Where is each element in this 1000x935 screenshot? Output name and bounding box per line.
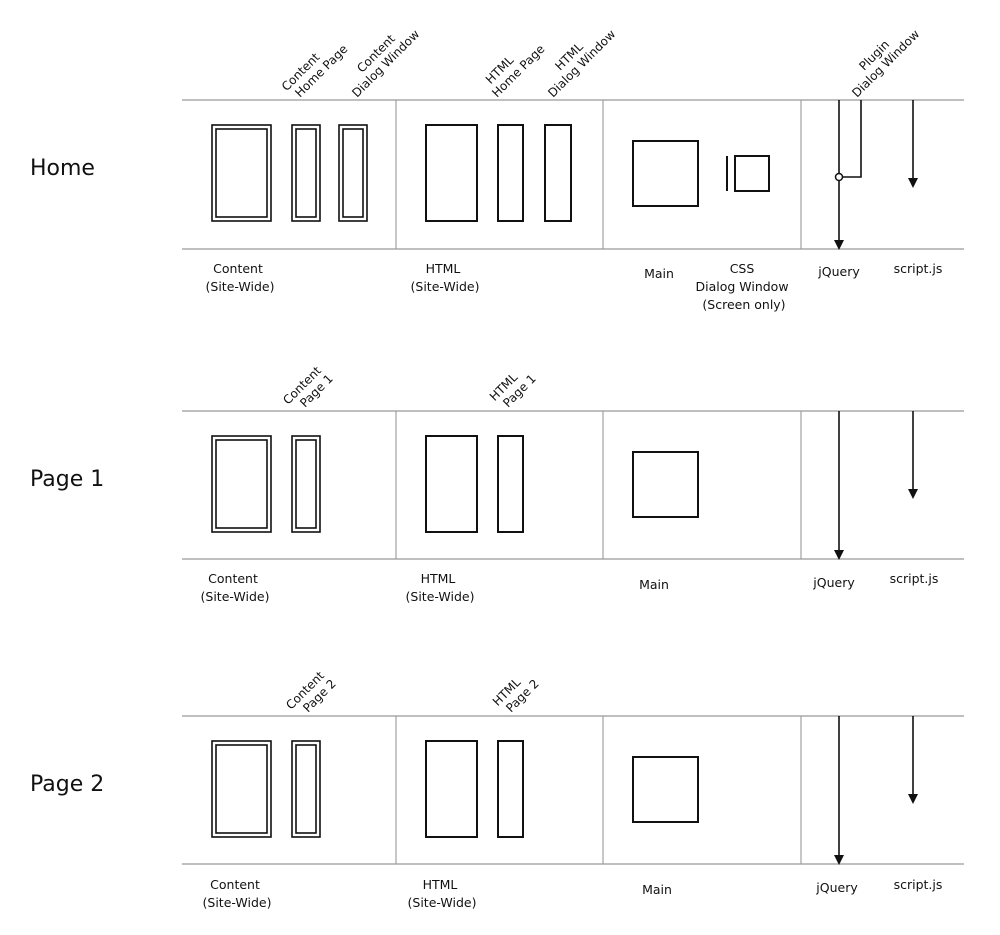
html-sitewide-box	[425, 124, 478, 222]
html-page-1-box	[497, 435, 524, 533]
content-sitewide-label: Content (Site-Wide)	[201, 571, 270, 604]
content-page-1-box	[291, 435, 321, 533]
html-home-page-box	[497, 124, 524, 222]
html-sitewide-label: HTML (Site-Wide)	[408, 877, 477, 910]
css-main-label: Main	[642, 882, 672, 897]
html-sitewide-box	[425, 740, 478, 838]
html-sitewide-box	[425, 435, 478, 533]
content-home-page-label: Home Page Content	[279, 29, 353, 103]
content-sitewide-box	[211, 740, 272, 838]
script-js-label: script.js	[894, 877, 943, 892]
content-page-1-label: Page 1 Content	[280, 359, 338, 417]
content-sitewide-box	[211, 124, 272, 222]
content-sitewide-box	[211, 435, 272, 533]
css-main-label: Main	[639, 577, 669, 592]
html-home-page-label: Home Page HTML	[479, 29, 550, 100]
html-dialog-window-box	[544, 124, 572, 222]
html-dialog-window-label: Dialog Window HTML	[535, 14, 621, 100]
content-dialog-window-label: Dialog Window Content	[339, 14, 425, 100]
content-home-page-box	[291, 124, 321, 222]
css-main-box	[632, 140, 699, 207]
jquery-label: jQuery	[815, 880, 858, 895]
html-sitewide-label: HTML (Site-Wide)	[406, 571, 475, 604]
css-main-box	[632, 451, 699, 518]
row-label-page-1: Page 1	[30, 467, 104, 492]
row-home: Home Home P	[30, 14, 964, 312]
content-sitewide-label: Content (Site-Wide)	[203, 877, 272, 910]
row-label-page-2: Page 2	[30, 772, 104, 797]
html-sitewide-label: HTML (Site-Wide)	[411, 261, 480, 294]
content-page-2-label: Page 2 Content	[283, 664, 341, 722]
script-js-label: script.js	[894, 261, 943, 276]
row-page-1: Page 1 Page 1 Content Page 1 HTML Conten	[30, 359, 964, 604]
script-js-label: script.js	[890, 571, 939, 586]
html-page-2-box	[497, 740, 524, 838]
html-page-2-label: Page 2 HTML	[490, 664, 545, 719]
content-dialog-window-box	[338, 124, 368, 222]
plugin-connector	[843, 100, 862, 178]
plugin-node	[834, 172, 844, 182]
css-main-label: Main	[644, 266, 674, 281]
content-sitewide-label: Content (Site-Wide)	[206, 261, 275, 294]
jquery-label: jQuery	[812, 575, 855, 590]
plugin-dialog-window-label: Dialog Window Plugin	[839, 14, 925, 100]
row-label-home: Home	[30, 156, 95, 181]
css-dialog-box	[734, 155, 770, 192]
css-dialog-window-label: CSS Dialog Window (Screen only)	[695, 261, 792, 312]
jquery-label: jQuery	[817, 264, 860, 279]
content-page-2-box	[291, 740, 321, 838]
css-main-box	[632, 756, 699, 823]
row-page-2: Page 2 Page 2 Content Page 2 HTML Conten	[30, 664, 964, 910]
html-page-1-label: Page 1 HTML	[487, 359, 542, 414]
